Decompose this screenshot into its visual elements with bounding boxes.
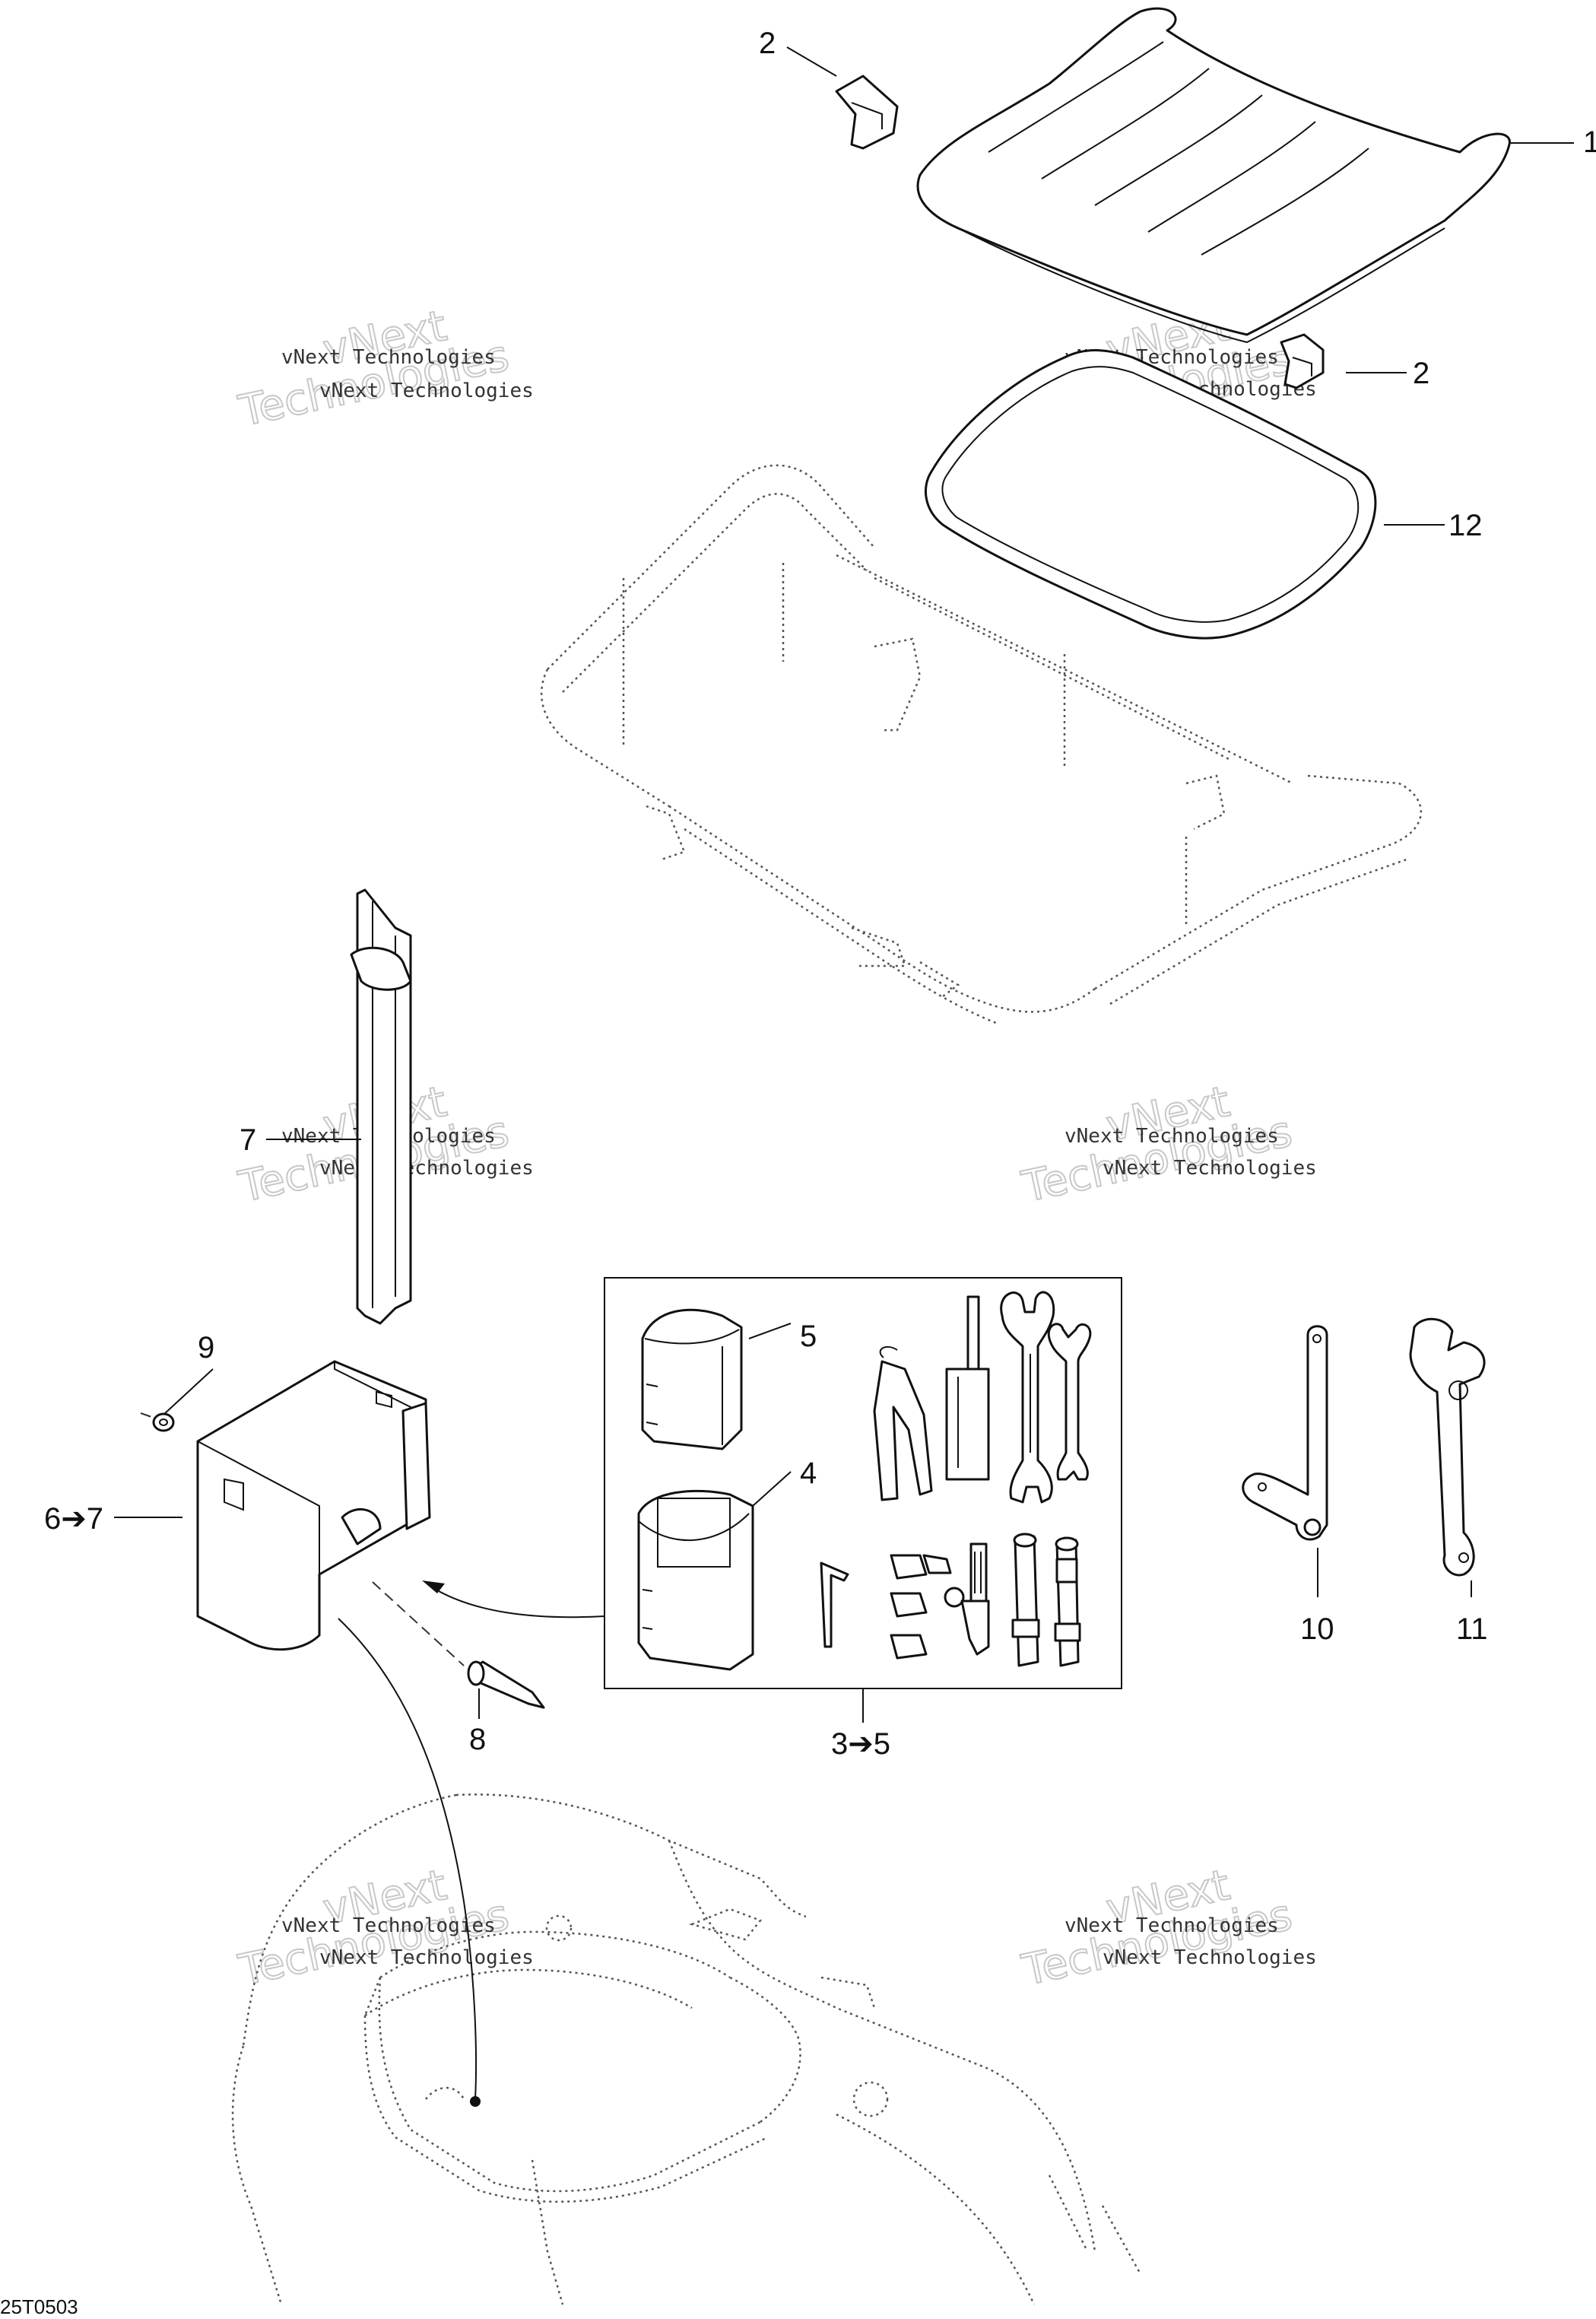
mounting-point-dot <box>470 2096 481 2107</box>
watermark: Technologies vNext vNext Technologies vN… <box>1017 1860 1317 1997</box>
watermark: Technologies vNext vNext Technologies vN… <box>233 1860 534 1997</box>
watermark-text: vNext Technologies <box>319 1946 534 1969</box>
callout-12: 12 <box>1448 509 1483 542</box>
callout-3-to-5: 3➔5 <box>831 1727 890 1761</box>
callout-11: 11 <box>1456 1612 1488 1646</box>
callout-2: 2 <box>759 27 776 60</box>
wrench-icon <box>1047 1323 1092 1481</box>
watermark-text: vNext Technologies <box>1103 1157 1317 1180</box>
arrow-icon <box>422 1580 605 1619</box>
pouch-icon <box>637 1489 754 1671</box>
callout-10: 10 <box>1300 1612 1334 1646</box>
callout-1: 1 <box>1583 125 1596 159</box>
callout-5: 5 <box>800 1320 817 1353</box>
wrench-icon <box>1000 1291 1055 1504</box>
drawing-code: 25T0503 <box>0 2295 78 2318</box>
pouch-icon <box>641 1308 743 1450</box>
allen-key-icon <box>820 1561 849 1648</box>
tool-kit-panel <box>604 1277 1122 1689</box>
washer-icon <box>140 1412 175 1432</box>
screwdriver-icon <box>945 1295 990 1481</box>
spanner-icon <box>1409 1317 1486 1577</box>
callout-6-to-7: 6➔7 <box>44 1502 103 1536</box>
tool-box-icon <box>196 1360 431 1651</box>
mounting-leader-line <box>338 1618 478 2100</box>
seat-frame-icon <box>540 464 1422 1024</box>
watermark-text: vNext Technologies <box>319 1157 534 1180</box>
callout-9: 9 <box>198 1331 214 1364</box>
rivet-icon <box>372 1581 545 1709</box>
leader-lines <box>114 46 1574 1723</box>
callout-4: 4 <box>800 1457 817 1490</box>
callout-8: 8 <box>469 1723 486 1756</box>
watermark-text: vNext Technologies <box>281 346 496 369</box>
watermark-text: vNext Technologies <box>1103 1946 1317 1969</box>
gauge-icon <box>944 1542 990 1656</box>
head-wrench-icon <box>1242 1325 1328 1541</box>
watermark-text: vNext Technologies <box>319 380 534 402</box>
seat-cushion-icon <box>916 7 1511 344</box>
callouts: 1 2 2 12 7 9 6➔7 5 4 8 3➔5 10 11 <box>44 27 1596 1761</box>
seat-gasket-icon <box>924 349 1377 640</box>
storage-compartment-icon <box>231 1793 1142 2305</box>
clip-icon <box>835 75 899 150</box>
watermark-text: vNext Technologies <box>1065 1914 1279 1937</box>
strap-icon <box>350 888 412 1325</box>
clip-icon <box>1280 333 1325 389</box>
watermark: Technologies vNext vNext Technologies vN… <box>1017 1076 1317 1213</box>
watermark-text: vNext Technologies <box>1065 1125 1279 1148</box>
fuse-icon <box>890 1554 952 1660</box>
socket-wrench-icon <box>1011 1533 1081 1667</box>
callout-7: 7 <box>240 1123 256 1157</box>
plier-icon <box>873 1345 933 1501</box>
callout-2: 2 <box>1413 357 1429 390</box>
watermark: Technologies vNext vNext Technologies vN… <box>233 300 534 437</box>
watermark-text: vNext Technologies <box>281 1914 496 1937</box>
